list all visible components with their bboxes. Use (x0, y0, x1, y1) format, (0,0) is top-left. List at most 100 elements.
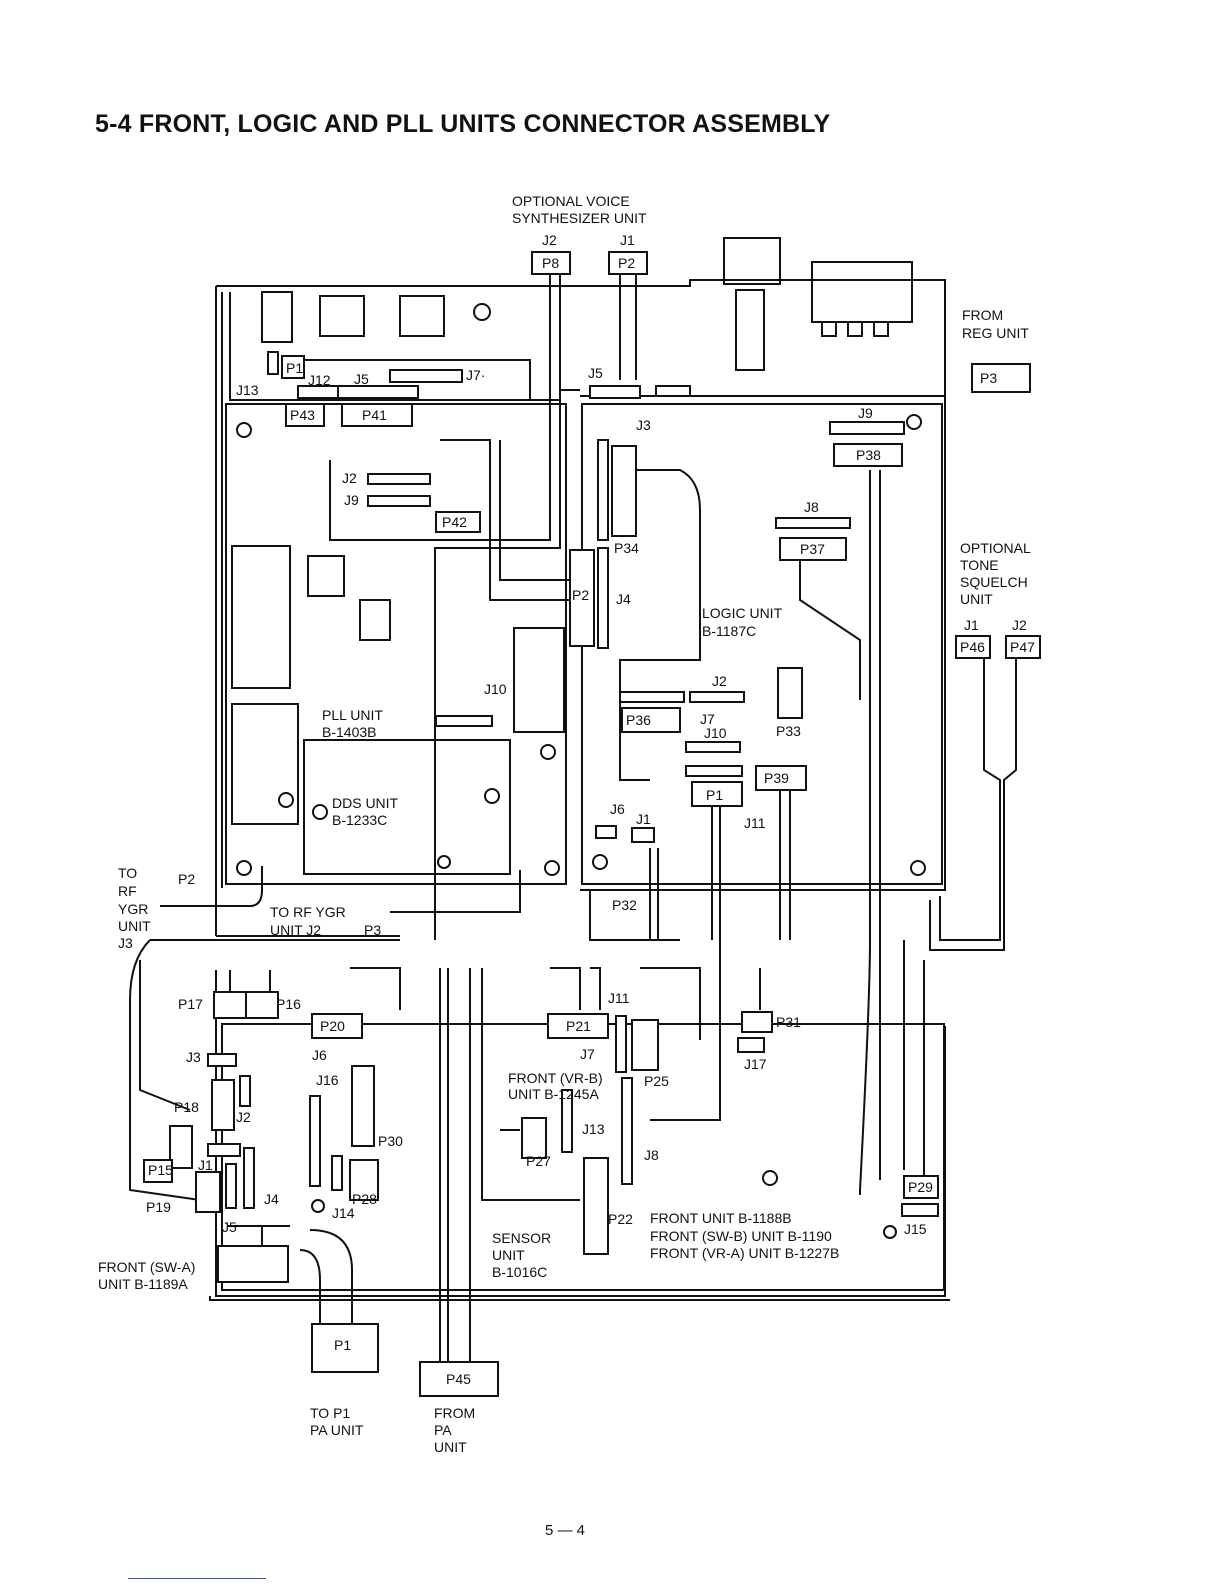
label-to-p1-1: TO P1 (310, 1405, 350, 1421)
conn-label-p45: P45 (446, 1371, 471, 1387)
label-to-rf-1: TO (118, 865, 137, 881)
conn-label-j12: J12 (308, 372, 331, 388)
labels: OPTIONAL VOICE SYNTHESIZER UNIT FROM REG… (98, 193, 1031, 1455)
label-dds-unit-2: B-1233C (332, 812, 387, 828)
label-sensor-1: SENSOR (492, 1230, 551, 1246)
conn-label-j14: J14 (332, 1205, 355, 1221)
conn-label-p20: P20 (320, 1018, 345, 1034)
label-sensor-3: B-1016C (492, 1264, 547, 1280)
label-front-swa-2: UNIT B-1189A (98, 1276, 188, 1292)
label-front-vrb-2: UNIT B-1245A (508, 1086, 599, 1102)
label-front-swa-1: FRONT (SW-A) (98, 1259, 195, 1275)
page-number: 5 — 4 (545, 1522, 586, 1539)
conn-label-j5-logic: J5 (588, 365, 603, 381)
conn-label-p17: P17 (178, 996, 203, 1012)
conn-label-p2-voice: P2 (618, 255, 635, 271)
label-pll-unit-2: B-1403B (322, 724, 376, 740)
conn-label-j7-logic: J7 (700, 711, 715, 727)
label-from-reg-2: REG UNIT (962, 325, 1029, 341)
label-to-rf-3: YGR (118, 901, 148, 917)
conn-label-p22: P22 (608, 1211, 633, 1227)
conn-label-j17: J17 (744, 1056, 767, 1072)
conn-label-j6-front: J6 (312, 1047, 327, 1063)
conn-label-j1-tone: J1 (964, 617, 979, 633)
conn-label-p2-logic: P2 (572, 587, 589, 603)
conn-label-j10-logic: J10 (704, 725, 727, 741)
conn-label-p31: P31 (776, 1014, 801, 1030)
conn-label-j13-front: J13 (582, 1121, 605, 1137)
label-front-units-3: FRONT (VR-A) UNIT B-1227B (650, 1245, 839, 1261)
conn-label-p37: P37 (800, 541, 825, 557)
conn-label-j10-pll: J10 (484, 681, 507, 697)
conn-label-j2-tone: J2 (1012, 617, 1027, 633)
conn-label-j8-front: J8 (644, 1147, 659, 1163)
label-logic-unit-2: B-1187C (702, 623, 756, 639)
conn-label-j11-logic: J11 (744, 815, 766, 831)
label-to-rf-4: UNIT (118, 918, 151, 934)
conn-label-p30: P30 (378, 1133, 403, 1149)
conn-label-j5-front: J5 (222, 1219, 237, 1235)
conn-label-j2-front: J2 (236, 1109, 251, 1125)
conn-label-j2-voice: J2 (542, 232, 557, 248)
conn-label-j2-pll: J2 (342, 470, 357, 486)
label-to-p1-2: PA UNIT (310, 1422, 364, 1438)
conn-label-j3-front: J3 (186, 1049, 201, 1065)
conn-label-j6-logic: J6 (610, 801, 625, 817)
conn-label-p46: P46 (960, 639, 985, 655)
conn-label-j2-logic: J2 (712, 673, 727, 689)
conn-label-j9-logic: J9 (858, 405, 873, 421)
conn-label-p27: P27 (526, 1153, 551, 1169)
conn-label-p1-pll: P1 (286, 360, 303, 376)
conn-label-p3-coax: P3 (364, 922, 381, 938)
label-from-pa-2: PA (434, 1422, 452, 1438)
label-pll-unit-1: PLL UNIT (322, 707, 383, 723)
conn-label-p38: P38 (856, 447, 881, 463)
label-to-rf-ygr-1: TO RF YGR (270, 904, 346, 920)
label-to-rf-2: RF (118, 883, 137, 899)
label-logic-unit-1: LOGIC UNIT (702, 605, 783, 621)
conn-label-j11-front: J11 (608, 990, 630, 1006)
conn-label-p41: P41 (362, 407, 387, 423)
conn-label-p33: P33 (776, 723, 801, 739)
conn-label-j5-pll: J5 (354, 371, 369, 387)
label-opt-tone-2: TONE (960, 557, 999, 573)
conn-label-j15: J15 (904, 1221, 927, 1237)
conn-label-p1-pa: P1 (334, 1337, 351, 1353)
label-to-rf-5: J3 (118, 935, 133, 951)
conn-label-j1-voice: J1 (620, 232, 635, 248)
footer-rule (128, 1578, 266, 1579)
conn-label-p25: P25 (644, 1073, 669, 1089)
conn-label-p19: P19 (146, 1199, 171, 1215)
connector-boxes (143, 251, 1041, 1397)
conn-label-p36: P36 (626, 712, 651, 728)
label-from-pa-1: FROM (434, 1405, 475, 1421)
conn-label-j1-front: J1 (198, 1157, 213, 1173)
conn-label-p39: P39 (764, 770, 789, 786)
label-opt-tone-3: SQUELCH (960, 574, 1028, 590)
conn-label-j8-logic: J8 (804, 499, 819, 515)
label-opt-tone-4: UNIT (960, 591, 993, 607)
page-title: 5-4 FRONT, LOGIC AND PLL UNITS CONNECTOR… (95, 110, 831, 138)
conn-label-p15: P15 (148, 1162, 173, 1178)
conn-label-p47: P47 (1010, 639, 1035, 655)
conn-label-j13-pll: J13 (236, 382, 259, 398)
label-from-reg-1: FROM (962, 307, 1003, 323)
label-front-vrb-1: FRONT (VR-B) (508, 1070, 603, 1086)
conn-label-p32: P32 (612, 897, 637, 913)
conn-label-j3-logic: J3 (636, 417, 651, 433)
label-to-rf-ygr-2: UNIT J2 (270, 922, 321, 938)
conn-label-p43: P43 (290, 407, 315, 423)
label-opt-voice-2: SYNTHESIZER UNIT (512, 210, 647, 226)
conn-label-p21: P21 (566, 1018, 591, 1034)
conn-label-j9-pll: J9 (344, 492, 359, 508)
conn-label-j16: J16 (316, 1072, 339, 1088)
conn-label-p29: P29 (908, 1179, 933, 1195)
label-front-units-2: FRONT (SW-B) UNIT B-1190 (650, 1228, 832, 1244)
conn-label-p2-coax: P2 (178, 871, 195, 887)
label-front-units-1: FRONT UNIT B-1188B (650, 1210, 792, 1226)
conn-label-j7-front: J7 (580, 1046, 595, 1062)
conn-label-j1-logic: J1 (636, 811, 651, 827)
label-sensor-2: UNIT (492, 1247, 525, 1263)
conn-label-p3-reg: P3 (980, 370, 997, 386)
